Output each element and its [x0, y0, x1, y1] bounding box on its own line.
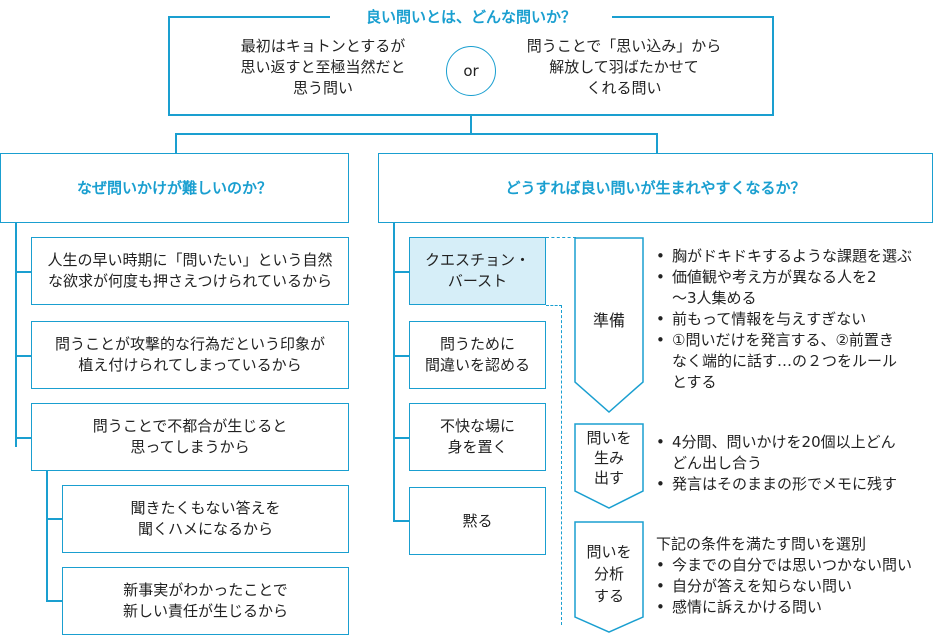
bullet-item: 発言はそのままの形でメモに残す: [654, 474, 944, 495]
step-label-prepare: 準備: [592, 311, 625, 330]
right-tick-4: [393, 520, 409, 522]
or-circle: or: [446, 46, 496, 96]
bullet-item: ①問いだけを発言する、②前置き なく端的に話す…の２つをルール とする: [654, 330, 944, 393]
burst-dashed-bottom: [546, 305, 562, 306]
bullet-item: 自分が答えを知らない問い: [654, 576, 948, 597]
bullet-item: 今までの自分では思いつかない問い: [654, 555, 948, 576]
method-box-be-silent: 黙る: [409, 487, 546, 555]
sub-tick-2: [46, 600, 62, 602]
left-tick-3: [15, 437, 31, 439]
top-connector-vertical: [470, 116, 472, 134]
right-spine: [393, 223, 395, 521]
analyze-bullets: 今までの自分では思いつかない問い 自分が答えを知らない問い 感情に訴えかける問い: [654, 555, 948, 618]
right-header: どうすれば良い問いが生まれやすくなるか？: [378, 153, 933, 223]
step-arrow-analyze: [574, 521, 644, 633]
right-connector: [656, 133, 658, 153]
top-connector-horizontal: [175, 133, 658, 135]
sub-reason-box-2: 新事実がわかったことで 新しい責任が生じるから: [62, 567, 349, 635]
top-title: 良い問いとは、どんな問いか？: [330, 6, 612, 28]
bullet-item: 4分間、問いかけを20個以上どん どん出し合う: [654, 432, 944, 474]
step-label-analyze: 問いを 分析 する: [586, 543, 632, 605]
burst-dashed-top: [546, 237, 576, 238]
top-left-text: 最初はキョトンとするが 思い返すと至極当然だと 思う問い: [240, 37, 406, 97]
sub-reason-box-1: 聞きたくもない答えを 聞くハメになるから: [62, 485, 349, 553]
generate-bullets: 4分間、問いかけを20個以上どん どん出し合う 発言はそのままの形でメモに残す: [654, 432, 944, 495]
or-label: or: [463, 62, 479, 80]
left-tick-1: [15, 271, 31, 273]
step-label-generate: 問いを 生み 出す: [586, 429, 632, 487]
top-right-text: 問うことで「思い込み」から 解放して羽ばたかせて くれる問い: [526, 37, 722, 97]
method-box-question-burst: クエスチョン・ バースト: [409, 237, 546, 305]
prepare-bullets: 胸がドキドキするような課題を選ぶ 価値観や考え方が異なる人を2 ～3人集める 前…: [654, 246, 944, 393]
right-tick-3: [393, 437, 409, 439]
bullet-item: 前もって情報を与えすぎない: [654, 309, 944, 330]
step-arrow-generate: [574, 423, 644, 509]
left-header: なぜ問いかけが難しいのか？: [0, 153, 349, 223]
left-tick-2: [15, 355, 31, 357]
reason-box-3: 問うことで不都合が生じると 思ってしまうから: [31, 403, 349, 471]
reason-box-2: 問うことが攻撃的な行為だという印象が 植え付けられてしまっているから: [31, 321, 349, 389]
burst-dashed-vertical: [561, 305, 562, 625]
bullet-item: 胸がドキドキするような課題を選ぶ: [654, 246, 944, 267]
method-box-admit-mistakes: 問うために 間違いを認める: [409, 321, 546, 389]
bullet-item: 価値観や考え方が異なる人を2 ～3人集める: [654, 267, 944, 309]
left-spine: [15, 223, 17, 447]
sub-tick-1: [46, 518, 62, 520]
bullet-item: 感情に訴えかける問い: [654, 597, 948, 618]
right-tick-1: [393, 271, 409, 273]
method-box-uncomfortable-place: 不快な場に 身を置く: [409, 403, 546, 471]
sub-spine: [46, 471, 48, 601]
reason-box-1: 人生の早い時期に「問いたい」という自然 な欲求が何度も押さえつけられているから: [31, 237, 349, 305]
step-arrow-prepare: [574, 237, 644, 413]
left-connector: [175, 133, 177, 153]
analyze-intro: 下記の条件を満たす問いを選別: [656, 535, 867, 553]
right-tick-2: [393, 355, 409, 357]
